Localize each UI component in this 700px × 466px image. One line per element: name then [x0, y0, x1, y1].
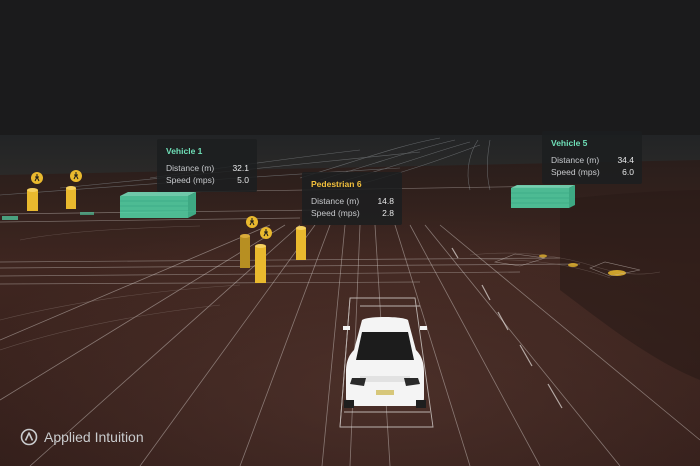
info-panel-vehicle-5: Vehicle 5 Distance (m) 34.4 Speed (mps) …	[542, 131, 642, 184]
distance-label: Distance (m)	[551, 155, 600, 165]
speed-label: Speed (mps)	[166, 175, 215, 185]
speed-value: 2.8	[382, 208, 394, 218]
info-panel-vehicle-1: Vehicle 1 Distance (m) 32.1 Speed (mps) …	[157, 139, 257, 192]
distance-label: Distance (m)	[166, 163, 215, 173]
pedestrian-left-1	[27, 172, 43, 211]
distance-value: 32.1	[232, 163, 249, 173]
distance-row: Distance (m) 14.8	[311, 195, 394, 207]
panel-title: Pedestrian 6	[311, 179, 362, 189]
distance-label: Distance (m)	[311, 196, 360, 206]
vehicle-box-1	[120, 192, 196, 218]
pedestrian-center-2	[255, 227, 272, 283]
panel-title: Vehicle 1	[166, 146, 203, 156]
ground-shadow-right	[560, 190, 700, 380]
pedestrian-left-2	[66, 170, 82, 209]
ground-markers	[493, 253, 641, 277]
lane-dashes	[451, 247, 563, 409]
speed-row: Speed (mps) 2.8	[311, 207, 394, 219]
ego-vehicle-bounding-box	[339, 297, 434, 428]
speed-value: 6.0	[622, 167, 634, 177]
speed-row: Speed (mps) 5.0	[166, 174, 249, 186]
speed-value: 5.0	[237, 175, 249, 185]
speed-label: Speed (mps)	[311, 208, 360, 218]
road-curves	[0, 225, 661, 351]
vehicle-box-5	[511, 185, 575, 208]
distance-row: Distance (m) 34.4	[551, 154, 634, 166]
distance-row: Distance (m) 32.1	[166, 162, 249, 174]
vehicle-box-small	[2, 216, 18, 220]
ego-car	[343, 317, 427, 408]
panel-title: Vehicle 5	[551, 138, 588, 148]
speed-row: Speed (mps) 6.0	[551, 166, 634, 178]
applied-intuition-logo: Applied Intuition	[20, 428, 144, 446]
distance-value: 14.8	[377, 196, 394, 206]
distance-value: 34.4	[617, 155, 634, 165]
pedestrian-6	[296, 226, 306, 260]
pedestrian-center-1	[240, 216, 258, 268]
applied-intuition-logo-icon	[20, 428, 38, 446]
logo-text: Applied Intuition	[44, 429, 144, 445]
speed-label: Speed (mps)	[551, 167, 600, 177]
sky	[0, 0, 700, 140]
lane-lines	[0, 224, 700, 466]
info-panel-pedestrian-6: Pedestrian 6 Distance (m) 14.8 Speed (mp…	[302, 172, 402, 225]
